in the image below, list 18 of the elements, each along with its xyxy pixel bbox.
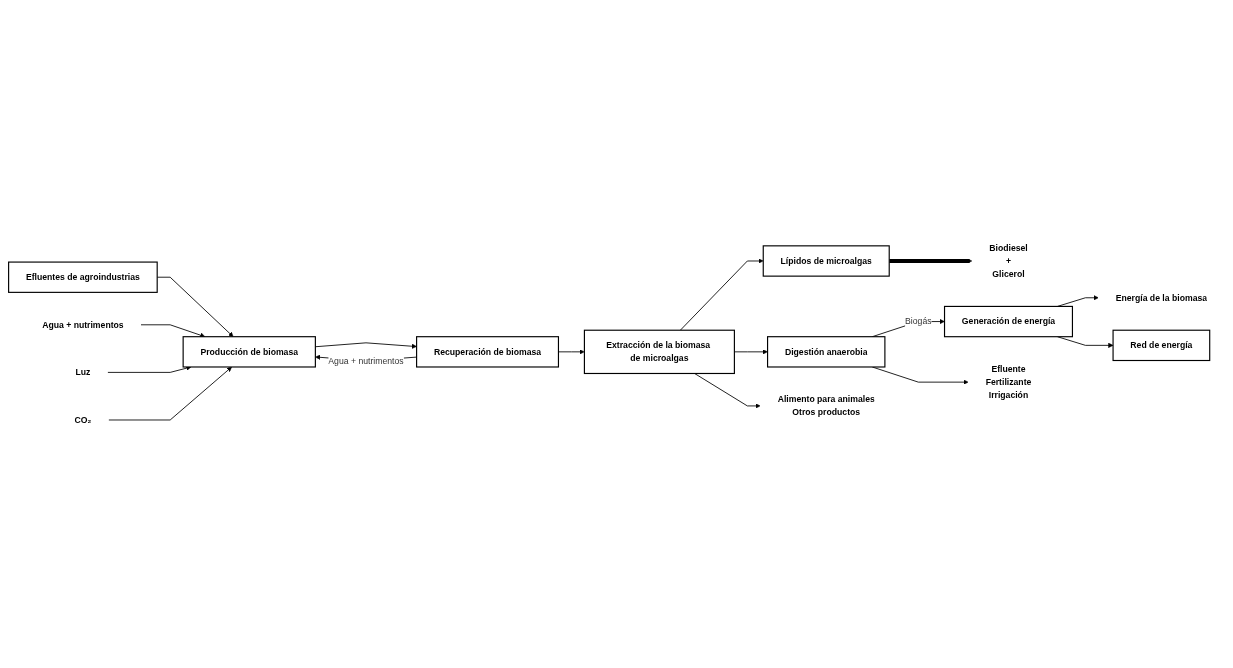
node-box: Recuperación de biomasa (416, 336, 560, 368)
node-box: Digestión anaerobia (767, 336, 886, 368)
node-text: Biodiesel + Glicerol (989, 242, 1028, 279)
node-box: Red de energía (1112, 329, 1211, 362)
node-box: Lípidos de microalgas (762, 245, 890, 277)
node-box: Producción de biomasa (182, 336, 316, 368)
node-box: Generación de energía (943, 305, 1073, 338)
node-text: Agua + nutrimentos (42, 319, 124, 330)
node-text: Luz (75, 367, 91, 377)
edge-label: Agua + nutrimentos (328, 355, 404, 366)
node-box: Efluentes de agroindustrias (8, 261, 158, 293)
node-text: Efluente Fertilizante Irrigación (985, 363, 1032, 400)
node-text: Alimento para animales Otros productos (777, 394, 875, 417)
node-box: Extracción de la biomasa de microalgas (583, 329, 735, 375)
edge-label: Biogás (905, 316, 932, 327)
node-text: CO₂ (74, 414, 92, 425)
arrow (889, 258, 973, 264)
node-text: Energía de la biomasa (1115, 292, 1208, 303)
